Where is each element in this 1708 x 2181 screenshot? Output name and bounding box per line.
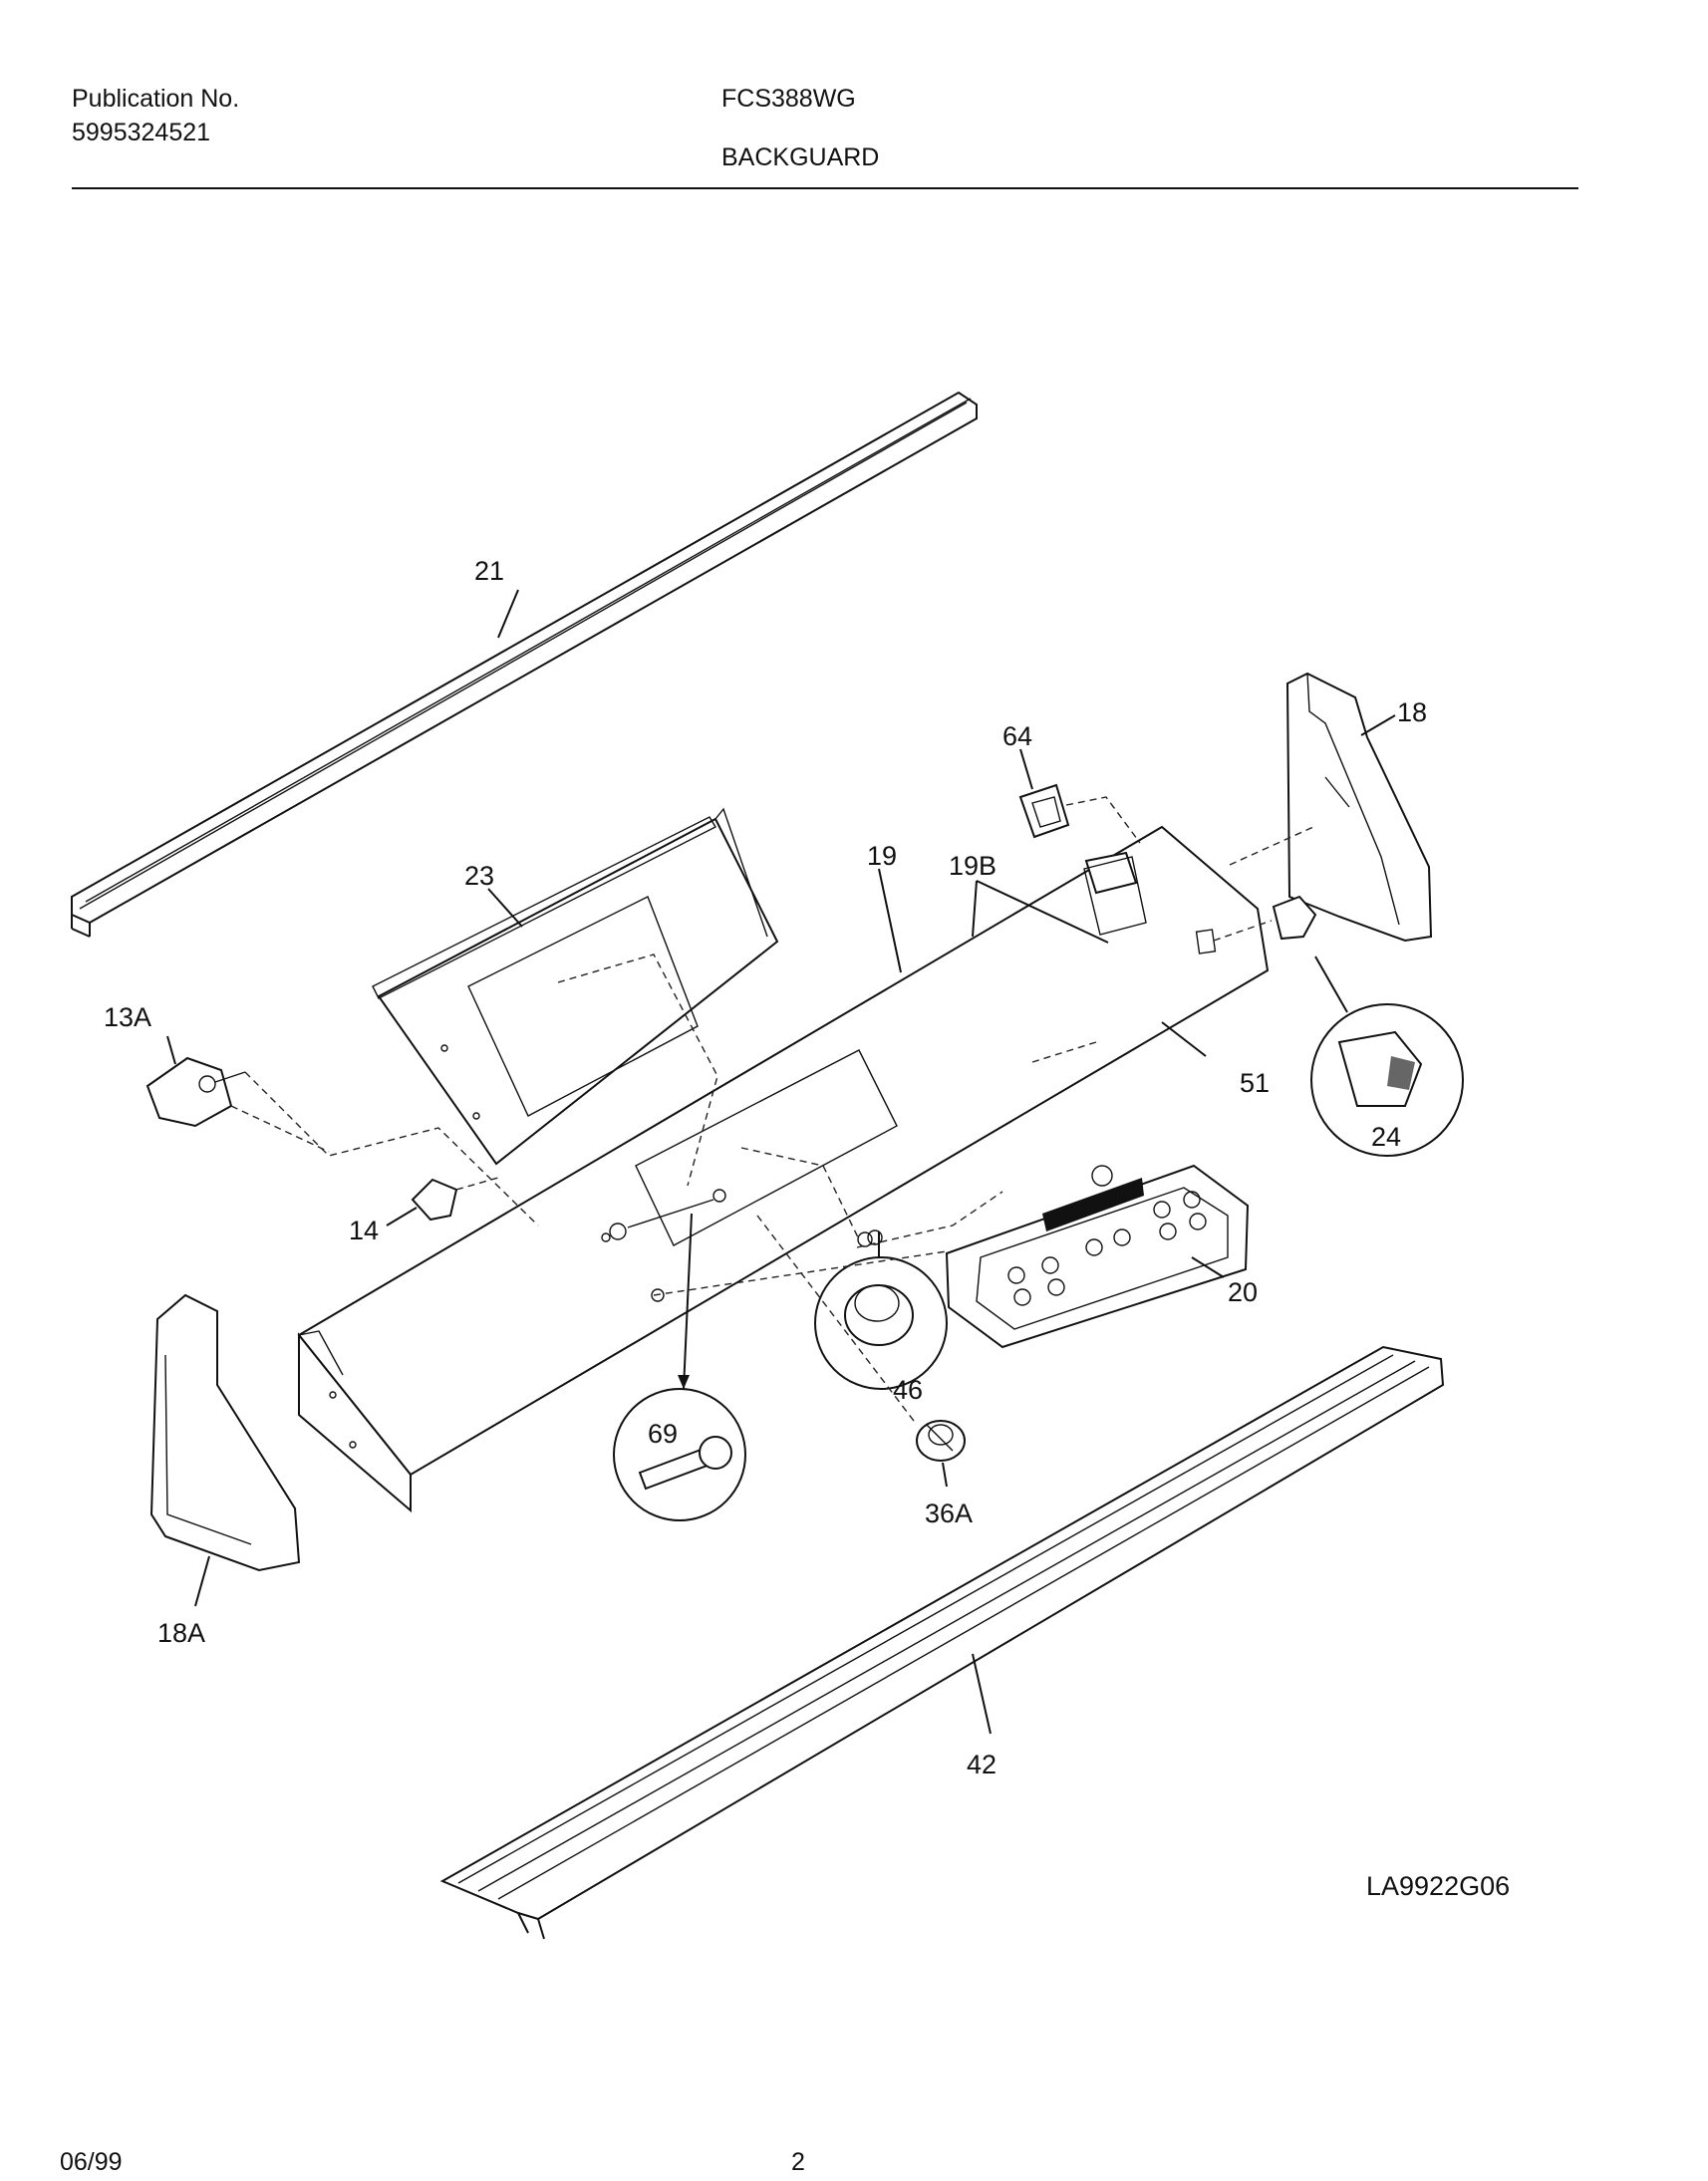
header-rule (72, 187, 1578, 189)
label-64: 64 (1002, 721, 1032, 751)
label-23: 23 (464, 861, 494, 891)
label-69: 69 (648, 1419, 678, 1449)
label-18: 18 (1397, 697, 1427, 727)
label-18a: 18A (157, 1618, 205, 1648)
leader-21 (497, 589, 519, 639)
label-19: 19 (867, 841, 897, 871)
leader-18 (1360, 714, 1396, 736)
footer-date: 06/99 (60, 2148, 123, 2176)
part-13a-switch (145, 1056, 246, 1128)
detail-circle-24 (1310, 1003, 1464, 1157)
arrow-69 (678, 1375, 690, 1389)
label-24: 24 (1371, 1122, 1401, 1152)
leader-14 (386, 1207, 418, 1227)
part-21-top-trim (71, 391, 978, 938)
part-64-insulator (1018, 783, 1070, 839)
label-42: 42 (967, 1750, 996, 1779)
leader-24 (1314, 955, 1348, 1013)
detail-circle-69 (613, 1388, 746, 1521)
leader-13a (166, 1035, 176, 1065)
leader-19 (878, 868, 902, 973)
leader-36a (942, 1462, 948, 1488)
label-20: 20 (1228, 1277, 1258, 1307)
detail-circle-46 (814, 1256, 948, 1390)
part-23-shield (372, 807, 779, 1166)
publication-label: Publication No. (72, 85, 240, 113)
label-46: 46 (893, 1375, 923, 1405)
part-14-clip (411, 1178, 458, 1222)
leader-19b-b (976, 880, 1109, 944)
leader-23 (487, 888, 523, 928)
model-number: FCS388WG (721, 85, 856, 113)
leader-51 (1161, 1021, 1207, 1057)
part-18a-left-endcap (149, 1293, 301, 1572)
label-19b: 19B (949, 851, 996, 881)
small-hardware (601, 1189, 883, 1302)
part-20-control-panel (945, 1164, 1250, 1349)
diagram-reference-code: LA9922G06 (1366, 1871, 1511, 1901)
leader-19b-a (972, 880, 978, 938)
part-24-socket (1272, 895, 1317, 941)
leader-20 (1191, 1256, 1225, 1278)
leader-42 (972, 1653, 992, 1735)
part-18-right-endcap (1285, 672, 1433, 943)
label-51: 51 (1240, 1068, 1270, 1098)
leader-69 (683, 1213, 693, 1390)
leader-64 (1019, 748, 1033, 790)
label-21: 21 (474, 556, 504, 586)
assembly-lines (230, 796, 1314, 1426)
label-14: 14 (349, 1216, 379, 1245)
leader-18a (194, 1555, 210, 1607)
part-19-backguard-panel (297, 825, 1270, 1513)
part-36a-knob (916, 1420, 966, 1462)
section-title: BACKGUARD (721, 143, 880, 171)
footer-page-number: 2 (791, 2148, 805, 2176)
label-36a: 36A (925, 1499, 973, 1528)
publication-number: 5995324521 (72, 119, 211, 146)
label-13a: 13A (104, 1002, 151, 1032)
part-42-bottom-trim (439, 1345, 1445, 1940)
